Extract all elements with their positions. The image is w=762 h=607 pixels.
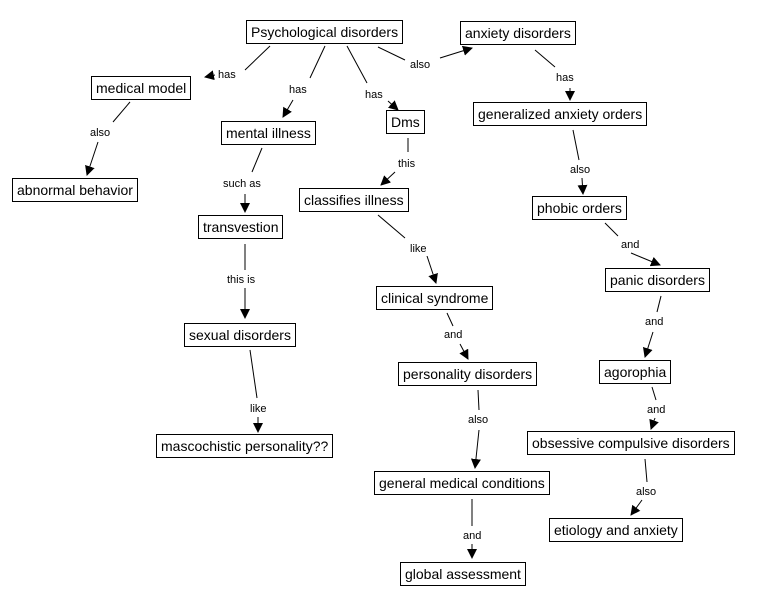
node-sexual-disorders[interactable]: sexual disorders [184, 323, 296, 347]
link-label-has: has [215, 68, 239, 82]
node-panic-disorders[interactable]: panic disorders [605, 268, 710, 292]
link-label-this-is: this is [224, 273, 259, 287]
connector-phobic-and [604, 222, 619, 237]
link-label-like: like [407, 242, 430, 256]
node-mental-illness[interactable]: mental illness [221, 121, 316, 145]
connector-and-ocd [649, 417, 659, 430]
node-psychological-disorders[interactable]: Psychological disorders [246, 20, 404, 44]
connector-also-gen-med [470, 429, 481, 469]
node-generalized-anxiety-orders[interactable]: generalized anxiety orders [473, 102, 648, 126]
node-etiology-and-anxiety[interactable]: etiology and anxiety [549, 518, 683, 542]
connector-also-phobic [577, 177, 588, 195]
link-label-and: and [644, 403, 669, 417]
connector-anxiety-has [534, 49, 556, 68]
node-personality-disorders[interactable]: personality disorders [398, 362, 538, 386]
node-clinical-syndrome[interactable]: clinical syndrome [376, 286, 494, 310]
node-general-medical-conditions[interactable]: general medical conditions [374, 471, 550, 495]
connector-ocd-also [644, 458, 648, 483]
link-label-also: also [407, 58, 434, 72]
link-label-and: and [460, 529, 485, 543]
connector-has-dms [387, 100, 399, 111]
connector-psych-has-3 [346, 45, 368, 84]
node-phobic-orders[interactable]: phobic orders [532, 196, 627, 220]
connector-has-mental-illness [282, 99, 294, 118]
node-mascochistic-personality[interactable]: mascochistic personality?? [156, 434, 334, 458]
node-transvestion[interactable]: transvestion [198, 215, 284, 239]
connector-agorophia-and [651, 386, 657, 401]
node-anxiety-disorders[interactable]: anxiety disorders [460, 21, 576, 45]
node-obsessive-compulsive-disorders[interactable]: obsessive compulsive disorders [527, 431, 735, 455]
link-label-also: also [567, 163, 594, 177]
connector-this-classifies [380, 171, 396, 186]
link-label-this: this [395, 157, 419, 171]
link-label-has: has [362, 88, 386, 102]
connector-clinical-and [446, 312, 454, 327]
node-agorophia[interactable]: agorophia [599, 360, 672, 384]
link-label-also: also [633, 485, 660, 499]
node-dms[interactable]: Dms [386, 110, 425, 134]
connector-classifies-like [377, 214, 406, 239]
connector-sexual-like [249, 349, 258, 399]
link-label-like: like [247, 402, 270, 416]
connector-panic-and [656, 295, 662, 313]
link-label-such-as: such as [220, 177, 264, 191]
node-medical-model[interactable]: medical model [91, 76, 192, 100]
connector-like-clinical [426, 255, 438, 284]
node-classifies-illness[interactable]: classifies illness [299, 188, 409, 212]
connector-psych-has-2 [309, 45, 326, 79]
connector-has-medical-model [204, 70, 216, 81]
link-label-and: and [642, 315, 667, 329]
connector-also-abnormal [85, 141, 99, 176]
node-abnormal-behavior[interactable]: abnormal behavior [12, 178, 138, 202]
connector-and-agorophia [642, 331, 654, 358]
connector-and-panic [630, 252, 661, 267]
link-label-has: has [553, 71, 577, 85]
connector-also-anxiety [439, 45, 473, 59]
link-label-also: also [465, 413, 492, 427]
connector-medical-also [112, 101, 131, 123]
connector-psych-has [244, 45, 271, 71]
link-label-also: also [87, 126, 114, 140]
connector-personality-also [477, 389, 480, 411]
connector-and-personality [459, 343, 469, 360]
link-label-has: has [286, 83, 310, 97]
connector-also-etiology [630, 499, 643, 516]
link-label-and: and [618, 238, 643, 252]
link-label-and: and [441, 328, 466, 342]
connector-psych-also [377, 46, 406, 61]
connector-gen-anx-also [572, 129, 580, 161]
connector-mental-such-as [251, 147, 263, 173]
node-global-assessment[interactable]: global assessment [400, 562, 526, 586]
